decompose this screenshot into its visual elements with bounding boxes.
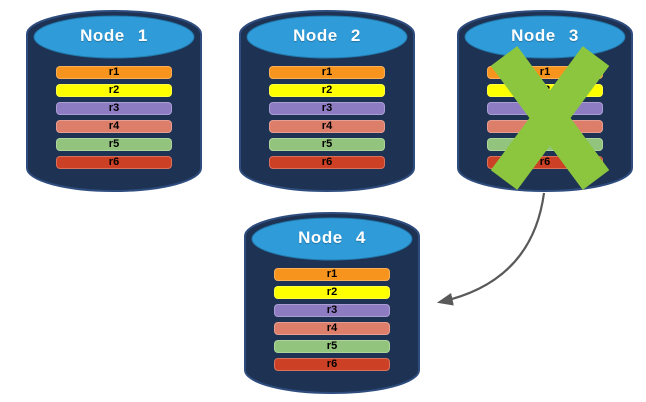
node-4-partitions: r1 r2 r3 r4 r5 r6 xyxy=(274,268,390,376)
partition-r2: r2 xyxy=(56,84,172,97)
partition-r1: r1 xyxy=(56,66,172,79)
partition-r5: r5 xyxy=(56,138,172,151)
failover-arrow-path xyxy=(436,192,546,306)
partition-r5: r5 xyxy=(269,138,385,151)
partition-r3: r3 xyxy=(487,102,603,115)
partition-r6: r6 xyxy=(269,156,385,169)
node-1-title: Node 1 xyxy=(80,26,148,45)
node-4: Node 4 r1 r2 r3 r4 r5 r6 xyxy=(243,212,421,394)
partition-r6: r6 xyxy=(56,156,172,169)
cylinder-top xyxy=(251,217,413,261)
node-1-partitions: r1 r2 r3 r4 r5 r6 xyxy=(56,66,172,174)
partition-r1: r1 xyxy=(269,66,385,79)
node-3-partitions: r1 r2 r3 r4 r5 r6 xyxy=(487,66,603,174)
partition-r2: r2 xyxy=(269,84,385,97)
node-4-title: Node 4 xyxy=(298,228,366,247)
partition-r2: r2 xyxy=(487,84,603,97)
cylinder-top xyxy=(33,15,195,59)
partition-r3: r3 xyxy=(269,102,385,115)
partition-r4: r4 xyxy=(274,322,390,335)
partition-r2: r2 xyxy=(274,286,390,299)
node-2: Node 2 r1 r2 r3 r4 r5 r6 xyxy=(238,10,416,192)
partition-r5: r5 xyxy=(487,138,603,151)
partition-r4: r4 xyxy=(487,120,603,133)
node-2-partitions: r1 r2 r3 r4 r5 r6 xyxy=(269,66,385,174)
cylinder-top xyxy=(246,15,408,59)
partition-r1: r1 xyxy=(487,66,603,79)
node-3-title: Node 3 xyxy=(511,26,579,45)
partition-r6: r6 xyxy=(487,156,603,169)
partition-r1: r1 xyxy=(274,268,390,281)
node-2-title: Node 2 xyxy=(293,26,361,45)
node-3: Node 3 r1 r2 r3 r4 r5 r6 xyxy=(456,10,634,192)
partition-r3: r3 xyxy=(56,102,172,115)
partition-r5: r5 xyxy=(274,340,390,353)
partition-r6: r6 xyxy=(274,358,390,371)
node-1: Node 1 r1 r2 r3 r4 r5 r6 xyxy=(25,10,203,192)
partition-r3: r3 xyxy=(274,304,390,317)
partition-r4: r4 xyxy=(56,120,172,133)
partition-r4: r4 xyxy=(269,120,385,133)
